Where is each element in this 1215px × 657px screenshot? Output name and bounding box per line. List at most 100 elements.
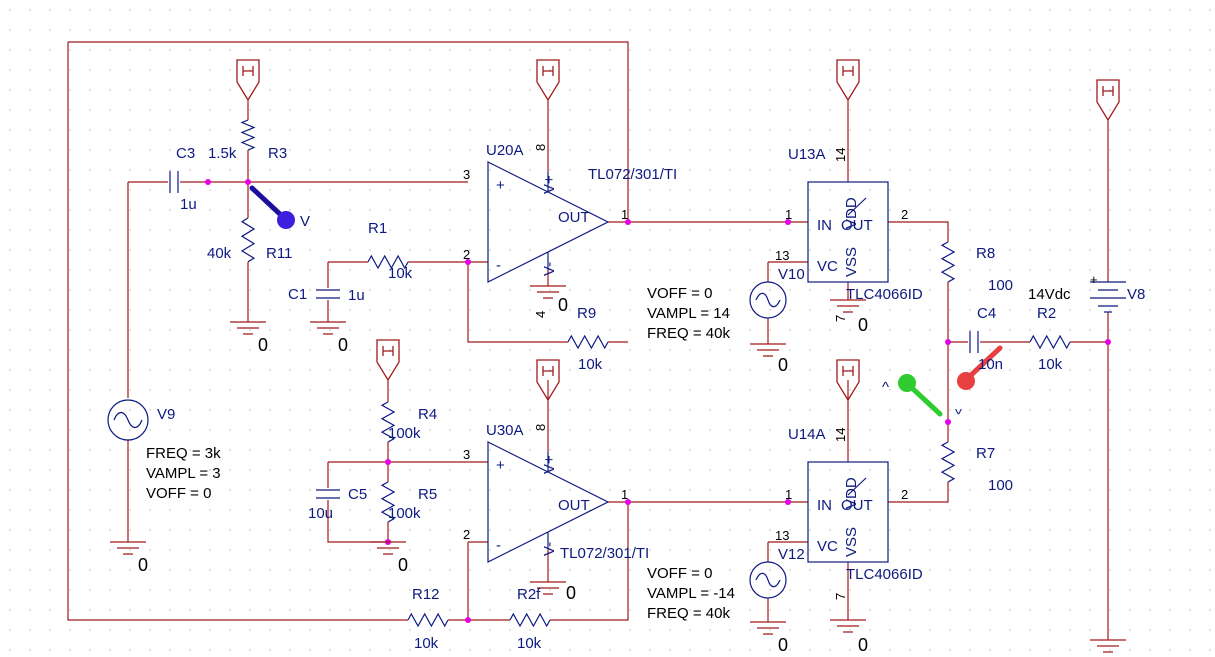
capacitor-c5[interactable] [316,489,340,499]
pin-number: 2 [463,247,470,262]
junction-dot [785,219,791,225]
r3-ref: R3 [268,145,287,162]
pin-number: 14 [833,428,848,442]
resistor-r2[interactable] [1029,334,1071,350]
differential-probe-red[interactable]: ^ [955,345,1003,417]
opamp-vplus-label: V+ [541,175,558,194]
probe-marker-green: ^ [882,379,889,396]
ground-icon [530,581,566,595]
c1-ref: C1 [288,286,307,303]
resistor-r4[interactable] [380,401,396,443]
source-parameters: FREQ = 3k VAMPL = 3 VOFF = 0 VOFF = 0 VA… [146,285,735,622]
v9-voff: VOFF = 0 [146,485,211,502]
r8-value: 100 [988,277,1013,294]
ground-label: 0 [338,335,348,355]
resistor-r12[interactable] [407,612,449,628]
junction-dot [625,219,631,225]
ground-label: 0 [558,295,568,315]
capacitor-c4[interactable] [969,331,979,353]
ground-icon [830,299,866,313]
r5-ref: R5 [418,486,437,503]
resistor-r3[interactable] [240,119,256,151]
power-flags [236,59,1120,402]
c3-ref: C3 [176,145,195,162]
power-flag-icon [236,59,260,102]
resistor-r7[interactable] [940,441,956,483]
pin-number: 3 [463,167,470,182]
voltage-probe-label: V [300,213,310,230]
switch-vc-label: VC [817,258,838,275]
c4-value: 10n [978,356,1003,373]
pin-number: 2 [901,487,908,502]
ac-source-v9[interactable] [107,399,149,441]
ground-label: 0 [398,555,408,575]
ground-icon [530,285,566,299]
r7-value: 100 [988,477,1013,494]
junction-dot [785,499,791,505]
c5-value: 10u [308,505,333,522]
u30a-model: TL072/301/TI [560,545,649,562]
u14a-ref: U14A [788,426,826,443]
opamp-u20a[interactable]: + - OUT V+ V- [487,161,610,283]
pin-number: 2 [901,207,908,222]
pin-number: 2 [463,527,470,542]
resistor-r9[interactable] [567,334,609,350]
ground-label: 0 [778,635,788,655]
c1-value: 1u [348,287,365,304]
ac-source-v10[interactable] [749,281,787,319]
junctions [205,179,1111,623]
resistor-r2f[interactable] [509,612,551,628]
ground-icon [110,541,146,555]
junction-dot [625,499,631,505]
resistor-r8[interactable] [940,241,956,283]
switch-ic-u13a[interactable]: IN OUT VC VSS VDD [807,181,889,283]
polarity-plus: + [1090,272,1098,287]
r4-value: 100k [388,425,421,442]
switch-ic-u14a[interactable]: IN OUT VC VSS VDD [807,461,889,563]
r11-value: 40k [207,245,232,262]
differential-probe-green[interactable]: ^ [882,374,943,417]
c4-ref: C4 [977,305,996,322]
u13a-model: TLC4066ID [846,286,923,303]
v8-ref: V8 [1127,286,1145,303]
v9-ref: V9 [157,406,175,423]
switch-vdd-label: VDD [843,477,860,509]
r2f-value: 10k [517,635,542,652]
opamp-u30a[interactable]: + - OUT V+ V- [487,441,610,563]
r2-ref: R2 [1037,305,1056,322]
ac-source-v12[interactable] [749,561,787,599]
switch-in-label: IN [817,497,832,514]
ground-label: 0 [566,583,576,603]
resistor-r1[interactable] [367,254,409,270]
switch-vss-label: VSS [843,247,860,277]
r3-value: 1.5k [208,145,237,162]
opamp-plus-sign: + [496,457,505,474]
opamp-minus-sign: - [496,537,501,554]
junction-dot [465,617,471,623]
junction-dot [465,259,471,265]
power-flag-icon [1096,79,1120,122]
r11-ref: R11 [266,245,292,262]
capacitor-c1[interactable] [316,289,340,299]
power-flag-icon [536,359,560,402]
v9-freq: FREQ = 3k [146,445,221,462]
pin-number: 7 [833,315,848,322]
r4-ref: R4 [418,406,437,423]
switch-in-label: IN [817,217,832,234]
u14a-model: TLC4066ID [846,566,923,583]
pin-number: 1 [785,487,792,502]
v12-vampl: VAMPL = -14 [647,585,735,602]
capacitor-c3[interactable] [169,171,179,193]
resistor-r5[interactable] [380,481,396,523]
resistor-r11[interactable] [240,217,256,263]
dc-source-v8[interactable]: + [1090,272,1126,313]
u20a-ref: U20A [486,142,524,159]
voltage-probe-blue[interactable]: V [249,185,310,230]
component-labels: C3 1u 1.5k R3 40k R11 R1 10k C1 1u R9 10… [157,142,1145,652]
grounds: 0 0 0 0 0 0 0 0 0 0 [110,285,1126,655]
pin-number: 1 [785,207,792,222]
junction-dot [205,179,211,185]
v10-voff: VOFF = 0 [647,285,712,302]
pin-numbers: 3 2 1 8 4 3 2 1 8 1 2 13 14 7 1 2 13 14 … [463,144,908,600]
